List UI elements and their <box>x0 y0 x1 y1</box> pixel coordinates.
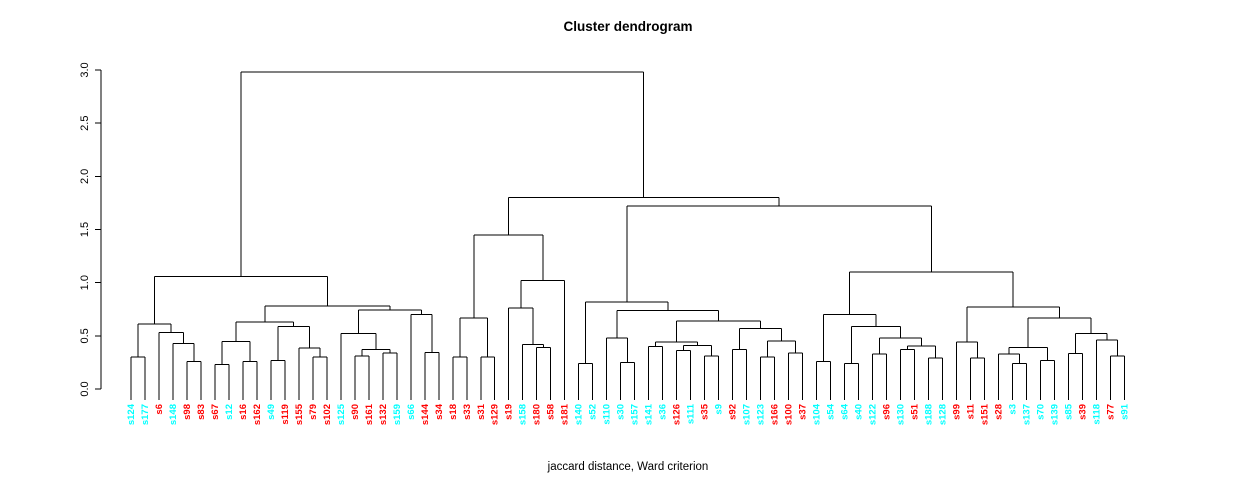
y-tick-label: 1.5 <box>79 222 91 237</box>
leaf-label: s137 <box>1021 404 1032 425</box>
leaf-label: s144 <box>420 403 431 425</box>
leaf-label: s98 <box>182 404 193 420</box>
leaf-label: s49 <box>266 404 277 420</box>
y-tick-label: 3.0 <box>79 62 91 77</box>
leaf-label: s107 <box>742 404 753 425</box>
leaf-label: s64 <box>839 403 850 420</box>
leaf-label: s54 <box>826 403 837 420</box>
leaf-label: s37 <box>798 404 809 420</box>
leaf-label: s141 <box>644 403 655 425</box>
y-tick-label: 0.0 <box>79 381 91 396</box>
leaf-label: s6 <box>154 404 165 415</box>
leaf-label: s122 <box>867 404 878 425</box>
leaf-label: s19 <box>504 404 515 420</box>
leaf-label: s92 <box>728 404 739 420</box>
leaf-label: s16 <box>238 404 249 420</box>
leaf-label: s157 <box>630 404 641 425</box>
leaf-label: s158 <box>518 404 529 425</box>
leaf-label: s118 <box>1091 404 1102 425</box>
leaf-label: s9 <box>714 404 725 415</box>
leaf-label: s11 <box>965 403 976 419</box>
leaf-label: s177 <box>140 404 151 425</box>
leaf-label: s52 <box>588 404 599 420</box>
leaf-label: s104 <box>812 403 823 425</box>
leaf-label: s66 <box>406 404 417 420</box>
leaf-label: s31 <box>476 403 487 420</box>
leaf-label: s166 <box>770 404 781 425</box>
leaf-label: s36 <box>658 404 669 420</box>
leaf-label: s83 <box>196 404 207 420</box>
leaf-label: s130 <box>895 404 906 425</box>
leaf-label: s188 <box>923 404 934 425</box>
leaf-label: s151 <box>979 403 990 425</box>
dendrogram-tree <box>130 71 1125 400</box>
leaf-label: s123 <box>756 404 767 425</box>
leaf-label: s18 <box>448 404 459 420</box>
leaf-label: s3 <box>1007 404 1018 415</box>
leaf-label: s162 <box>252 404 263 425</box>
leaf-label: s30 <box>616 404 627 420</box>
leaf-label: s35 <box>700 403 711 420</box>
y-axis: 0.0 0.5 1.0 1.5 2.0 2.5 3.0 <box>79 62 102 397</box>
leaf-label: s129 <box>490 404 501 425</box>
leaf-label: s91 <box>1119 403 1130 420</box>
leaf-label: s79 <box>308 404 319 420</box>
leaf-label: s140 <box>574 404 585 425</box>
leaf-label: s111 <box>686 403 697 424</box>
leaf-label: s85 <box>1063 403 1074 420</box>
leaf-label: s181 <box>560 403 571 425</box>
leaf-label: s119 <box>280 404 291 425</box>
chart-title: Cluster dendrogram <box>563 19 692 34</box>
leaf-label: s58 <box>546 404 557 420</box>
x-axis-label: jaccard distance, Ward criterion <box>547 461 709 473</box>
leaf-label: s39 <box>1077 404 1088 420</box>
y-tick-label: 0.5 <box>79 328 91 343</box>
leaf-label: s99 <box>951 404 962 420</box>
leaf-label: s180 <box>532 404 543 425</box>
leaf-label: s159 <box>392 404 403 425</box>
y-tick-label: 2.0 <box>79 169 91 184</box>
y-tick-label: 2.5 <box>79 116 91 131</box>
leaf-label: s155 <box>294 403 305 425</box>
leaf-label: s33 <box>462 404 473 420</box>
leaf-label: s12 <box>224 404 235 420</box>
leaf-label: s40 <box>853 404 864 420</box>
leaf-label: s102 <box>322 404 333 425</box>
leaf-label: s70 <box>1035 404 1046 420</box>
leaf-label: s139 <box>1049 404 1060 425</box>
leaf-label: s128 <box>937 404 948 425</box>
leaf-label: s125 <box>336 403 347 425</box>
leaf-label: s161 <box>364 403 375 425</box>
leaf-label: s67 <box>210 404 221 420</box>
leaf-label: s96 <box>881 404 892 420</box>
leaf-label: s90 <box>350 404 361 420</box>
leaf-label: s126 <box>672 404 683 425</box>
leaf-label: s124 <box>126 403 137 425</box>
leaf-label: s51 <box>909 403 920 420</box>
leaf-label: s110 <box>602 404 613 425</box>
leaf-label: s34 <box>434 403 445 420</box>
leaf-label: s28 <box>993 404 1004 420</box>
leaf-label: s132 <box>378 404 389 425</box>
leaf-label: s148 <box>168 404 179 425</box>
leaf-label: s77 <box>1105 404 1116 420</box>
y-tick-label: 1.0 <box>79 275 91 290</box>
leaf-label: s100 <box>784 404 795 425</box>
